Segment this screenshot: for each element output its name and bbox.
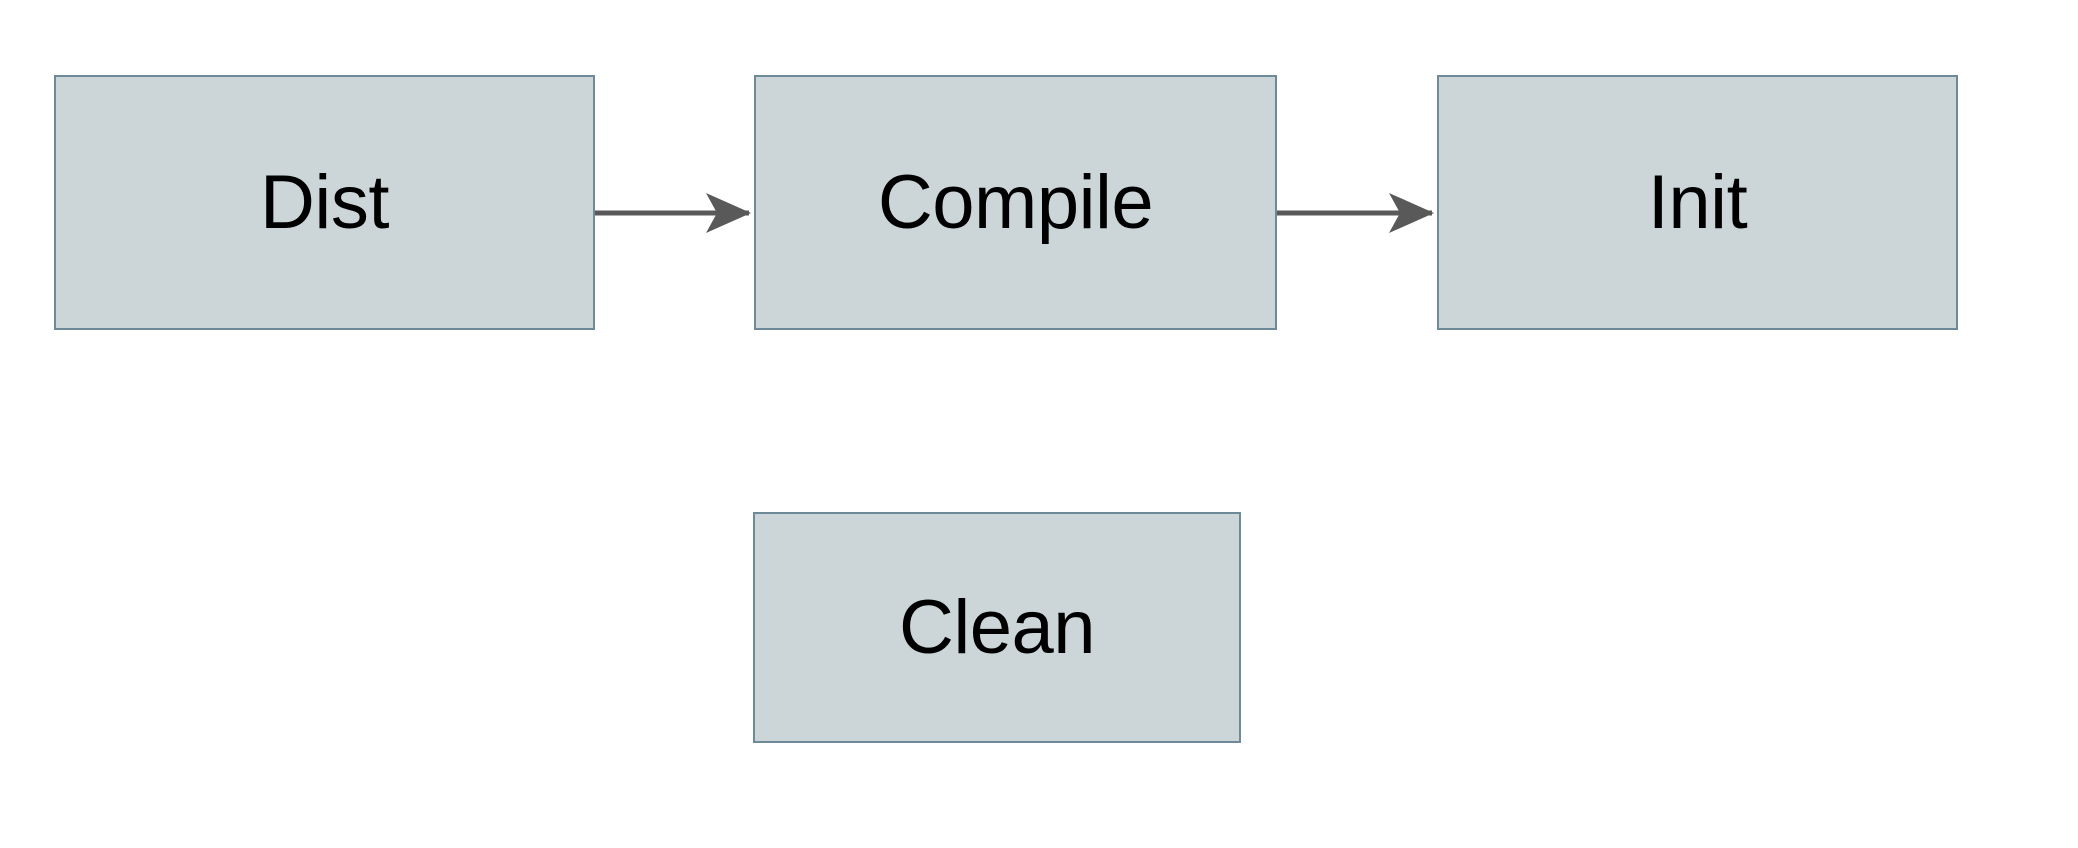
node-clean-label: Clean <box>898 584 1096 670</box>
node-init-label: Init <box>1647 159 1748 245</box>
node-init[interactable]: Init <box>1437 75 1958 330</box>
node-dist-label: Dist <box>260 159 389 245</box>
node-compile-label: Compile <box>877 159 1154 245</box>
node-clean[interactable]: Clean <box>753 512 1241 743</box>
node-dist[interactable]: Dist <box>54 75 595 330</box>
node-compile[interactable]: Compile <box>754 75 1277 330</box>
